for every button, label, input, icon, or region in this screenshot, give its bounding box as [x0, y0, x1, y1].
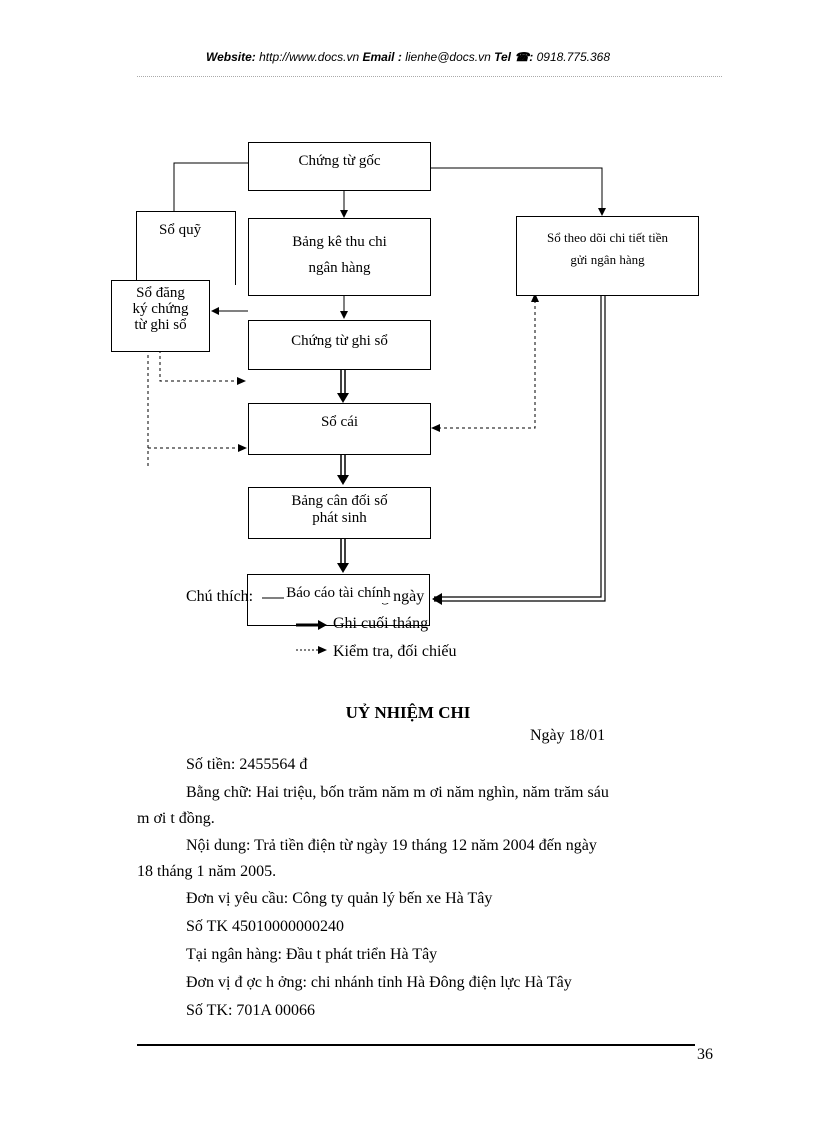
box-bang-can-doi: Bảng cân đối số phát sinh — [248, 487, 431, 539]
box-bang-ke-label-2: ngân hàng — [308, 260, 371, 276]
box-chung-tu-goc: Chứng từ gốc — [248, 142, 431, 191]
doc-date: Ngày 18/01 — [530, 727, 606, 744]
email-value: lienhe@docs.vn — [401, 50, 495, 64]
box-so-dang-ky: Sổ đăng ký chứng từ ghi sổ — [111, 280, 210, 352]
doc-noi-dung-2: 18 tháng 1 năm 2005. — [137, 863, 277, 880]
doc-tai-ngan-hang: Tại ngân hàng: Đầu t phát triển Hà Tây — [186, 946, 438, 963]
box-so-theo-doi-label-2: gửi ngân hàng — [570, 252, 645, 267]
doc-so-tk-2: Số TK: 701A 00066 — [186, 1002, 316, 1019]
box-so-theo-doi-label-1: Sổ theo dõi chi tiết tiền — [547, 230, 668, 245]
page-header: Website: http://www.docs.vn Email : lien… — [0, 50, 816, 64]
legend-item-monthly: Ghi cuối tháng — [333, 615, 429, 632]
arrowhead-ghiso — [237, 377, 246, 385]
website-value: http://www.docs.vn — [255, 50, 363, 64]
double-line-sotheodoi-b — [434, 296, 606, 602]
box-bang-can-doi-label-1: Bảng cân đối số — [291, 493, 388, 509]
doc-so-tien: Số tiền: 2455564 đ — [186, 756, 308, 773]
arrow-goc-to-sotheodoi — [431, 167, 606, 216]
website-label: Website: — [205, 50, 256, 64]
email-label: Email : — [362, 50, 402, 64]
arrow-goc-to-soquy — [170, 162, 248, 225]
doc-so-tk-1: Số TK 45010000000240 — [186, 918, 344, 935]
arrow-sotheodoi-to-baocao — [432, 593, 442, 605]
box-chung-tu-ghi-so-label: Chứng từ ghi sổ — [291, 333, 388, 349]
box-bang-ke-label-1: Bảng kê thu chi — [292, 234, 387, 250]
box-so-quy-label: Sổ quỹ — [159, 222, 202, 238]
box-bang-ke: Bảng kê thu chi ngân hàng — [248, 218, 431, 296]
arrow-ghiso-to-socai — [337, 393, 349, 403]
arrowhead-socai-left — [238, 444, 247, 452]
footer-divider — [137, 1044, 695, 1046]
box-so-dang-ky-label-3: từ ghi sổ — [134, 317, 187, 333]
box-so-theo-doi: Sổ theo dõi chi tiết tiền gửi ngân hàng — [516, 216, 699, 296]
box-so-cai-label: Sổ cái — [320, 414, 359, 430]
legend-item-check: Kiểm tra, đối chiếu — [333, 643, 457, 660]
doc-don-vi-yeu-cau: Đơn vị yêu cầu: Công ty quản lý bến xe H… — [186, 890, 493, 907]
box-so-quy: Sổ quỹ — [136, 211, 236, 285]
tel-label: Tel ☎: — [494, 50, 534, 64]
doc-don-vi-duoc-huong: Đơn vị đ ợc h ởng: chi nhánh tỉnh Hà Đôn… — [186, 974, 572, 991]
header-divider — [137, 76, 722, 77]
arrowhead-sotheodoi — [531, 293, 539, 302]
dashed-socai-sotheodoi — [432, 300, 536, 429]
doc-noi-dung-1: Nội dung: Trả tiền điện từ ngày 19 tháng… — [186, 837, 597, 854]
box-bao-cao-label: Báo cáo tài chính — [284, 583, 393, 603]
box-chung-tu-ghi-so: Chứng từ ghi sổ — [248, 320, 431, 370]
tel-value: 0918.775.368 — [533, 50, 611, 64]
legend-label: Chú thích: — [186, 588, 254, 605]
dashed-sodangky-ghiso — [159, 350, 245, 382]
box-so-dang-ky-label-2: ký chứng — [132, 301, 189, 317]
arrow-bcd-to-baocao — [337, 563, 349, 573]
doc-title: UỶ NHIỆM CHI — [345, 703, 471, 722]
box-chung-tu-goc-label: Chứng từ gốc — [298, 153, 381, 169]
doc-bang-chu-1: Bằng chữ: Hai triệu, bốn trăm năm m ơi n… — [186, 784, 609, 801]
box-bang-can-doi-label-2: phát sinh — [312, 510, 367, 526]
arrowhead-socai — [431, 424, 440, 432]
arrow-socai-to-bcd — [337, 475, 349, 485]
page-number: 36 — [697, 1046, 713, 1063]
double-line-sotheodoi-a — [434, 296, 602, 598]
box-so-cai: Sổ cái — [248, 403, 431, 455]
doc-bang-chu-2: m ơi t đồng. — [137, 810, 215, 827]
box-bao-cao: Báo cáo tài chính — [247, 574, 430, 626]
legend-arrowhead-check — [318, 646, 327, 654]
box-so-dang-ky-label-1: Sổ đăng — [136, 285, 185, 301]
